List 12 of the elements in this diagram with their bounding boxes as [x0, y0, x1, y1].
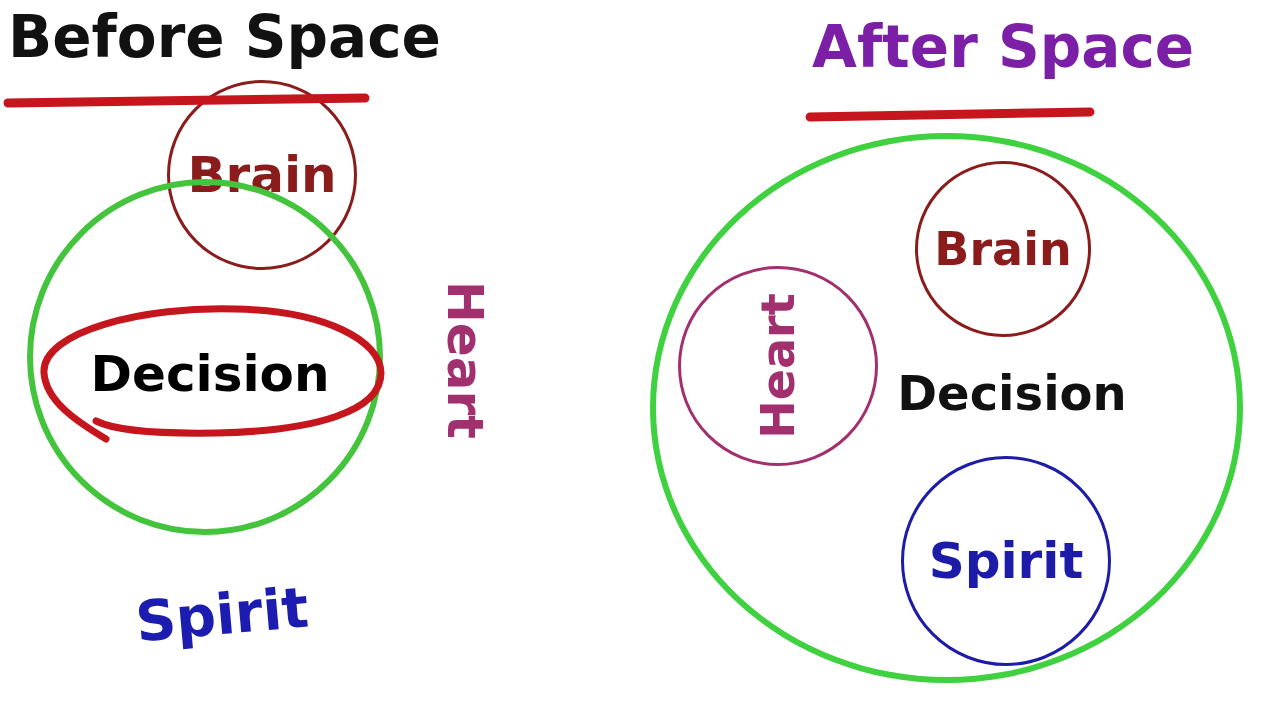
large-circle [650, 133, 1243, 683]
word-label: Heart [440, 280, 490, 440]
word-label: Spirit [133, 579, 311, 651]
circle-node [901, 456, 1111, 666]
circle-node [678, 266, 878, 466]
word-label: Decision [897, 369, 1127, 417]
node-label: Spirit [928, 536, 1084, 586]
circle-node [167, 80, 357, 270]
circle-node [915, 161, 1091, 337]
node-label: Brain [934, 226, 1072, 272]
node-label: Heart [755, 293, 801, 439]
node-label: Decision [90, 348, 330, 399]
